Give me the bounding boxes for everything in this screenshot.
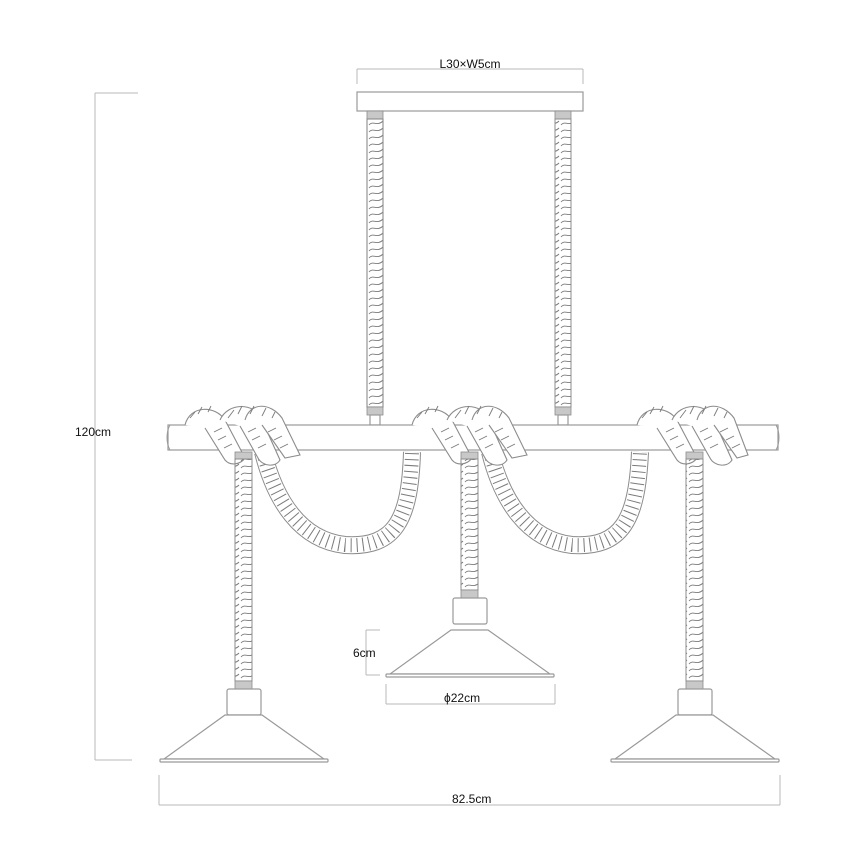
suspension-rope-left [366, 110, 384, 426]
right-shade [610, 688, 780, 763]
rope-knot-left [184, 405, 301, 466]
shade-height-dimension: 6cm [353, 629, 380, 676]
rope-knot-right [636, 405, 749, 466]
total-width-label: 82.5cm [452, 792, 491, 806]
shade-height-label: 6cm [353, 646, 376, 660]
left-shade [159, 688, 329, 763]
swag-rope-left [254, 449, 421, 555]
center-shade [385, 597, 555, 678]
pendant-rope-center [460, 451, 479, 599]
swag-rope-right [481, 449, 649, 555]
total-width-dimension: 82.5cm [158, 775, 781, 806]
ceiling-canopy [356, 91, 584, 112]
pendant-rope-right [685, 451, 704, 690]
canopy-dimension: L30×W5cm [356, 57, 584, 84]
canopy-dimension-label: L30×W5cm [439, 57, 500, 71]
shade-diameter-dimension: ϕ22cm [385, 684, 556, 705]
total-height-label: 120cm [75, 425, 111, 439]
rope-knot-center [411, 405, 528, 466]
shade-diameter-label: ϕ22cm [444, 691, 480, 705]
pendant-rope-left [234, 451, 253, 690]
total-height-dimension: 120cm [75, 92, 138, 761]
suspension-rope-right [554, 110, 572, 426]
